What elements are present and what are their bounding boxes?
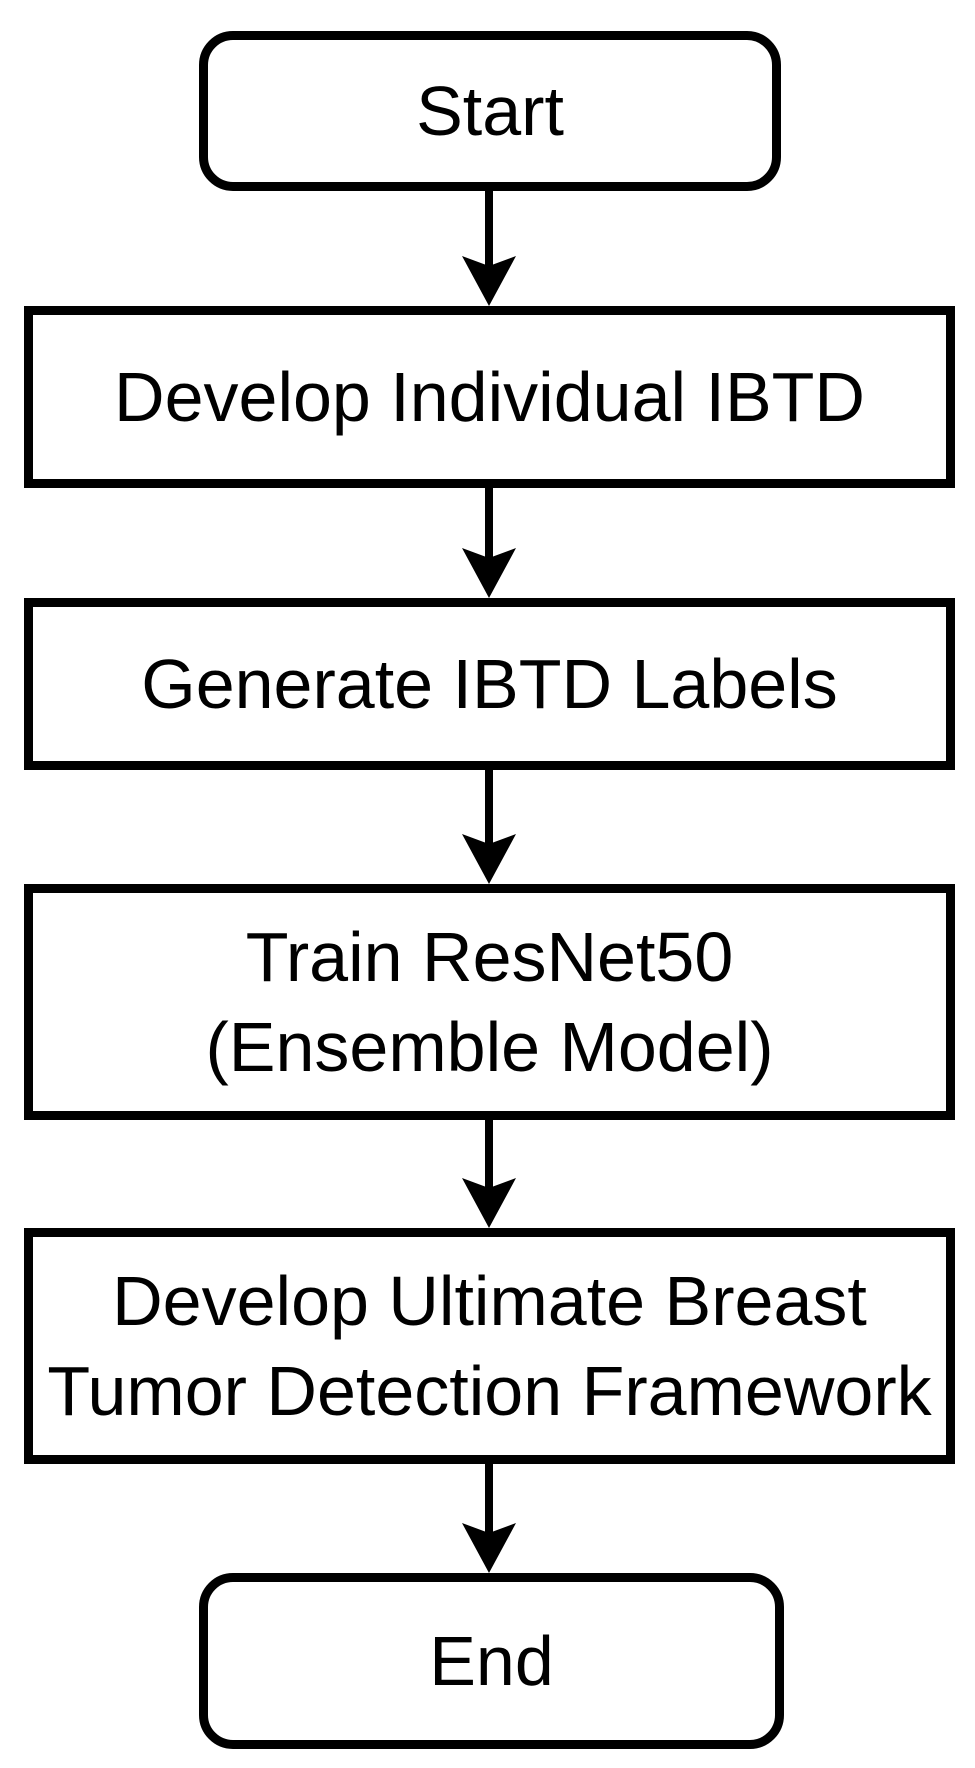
node-develop-ultimate-framework: Develop Ultimate Breast Tumor Detection …: [24, 1228, 955, 1464]
node-train-resnet50: Train ResNet50 (Ensemble Model): [24, 884, 955, 1120]
edge-develop-individual-ibtd-to-generate-ibtd-labels: [459, 488, 519, 598]
arrow-shaft: [485, 770, 493, 844]
node-develop-individual-ibtd: Develop Individual IBTD: [24, 306, 955, 488]
arrow-shaft: [485, 488, 493, 558]
edge-train-resnet50-to-develop-ultimate-framework: [459, 1120, 519, 1228]
edge-develop-ultimate-framework-to-end: [459, 1464, 519, 1573]
node-train-resnet50-label: Train ResNet50 (Ensemble Model): [205, 918, 774, 1086]
arrow-shaft: [485, 1464, 493, 1533]
arrow-shaft: [485, 191, 493, 266]
node-generate-ibtd-labels-label: Generate IBTD Labels: [141, 645, 838, 723]
edge-generate-ibtd-labels-to-train-resnet50: [459, 770, 519, 884]
node-generate-ibtd-labels: Generate IBTD Labels: [24, 598, 955, 770]
node-develop-individual-ibtd-label: Develop Individual IBTD: [114, 358, 865, 436]
node-develop-ultimate-framework-label: Develop Ultimate Breast Tumor Detection …: [47, 1262, 932, 1430]
node-end: End: [199, 1573, 784, 1749]
edge-start-to-develop-individual-ibtd: [459, 191, 519, 306]
node-start-label: Start: [416, 72, 564, 150]
node-end-label: End: [429, 1622, 554, 1700]
node-start: Start: [199, 31, 781, 191]
arrow-shaft: [485, 1120, 493, 1188]
